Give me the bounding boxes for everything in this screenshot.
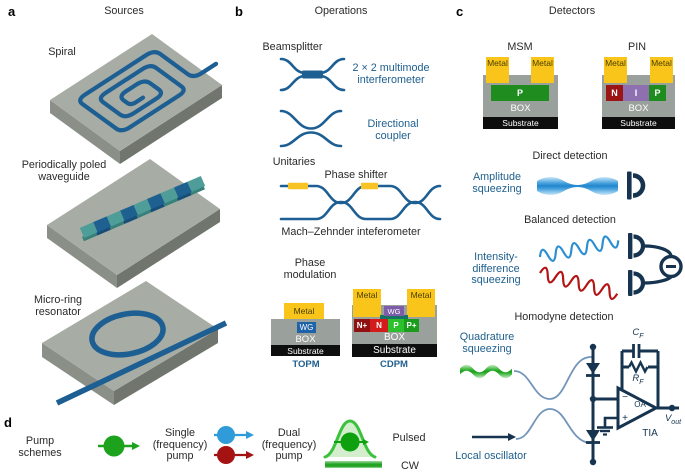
ring-waveguide — [89, 310, 166, 358]
panel-letter-d: d — [4, 415, 12, 430]
balanced-detector-pair — [628, 233, 683, 296]
mzi-label: Mach–Zehnder inteferometer — [281, 226, 421, 238]
local-oscillator-arrow — [472, 433, 516, 441]
single-pump-label: Single (frequency) pump — [152, 427, 208, 462]
cw-label: CW — [401, 460, 419, 472]
vout-label: Vout — [664, 413, 682, 426]
cdpm-wg: WG — [384, 306, 404, 316]
phase-shifter-left — [288, 182, 308, 190]
spiral-chip — [50, 34, 222, 164]
cdpm-p-plus: P+ — [404, 319, 419, 332]
cdpm-p: P — [388, 319, 404, 332]
spiral-label: Spiral — [48, 46, 76, 58]
cdpm-teal-strip — [380, 315, 408, 319]
mach-zehnder-interferometer — [279, 182, 442, 221]
spiral-waveguide — [77, 35, 222, 132]
directional-coupler-label: Directional coupler — [367, 118, 419, 142]
tia-label: TIA — [642, 428, 658, 439]
micro-ring-label: Micro-ring resonator — [34, 294, 82, 318]
homodyne-detection-heading: Homodyne detection — [514, 311, 614, 323]
pin-metal-right: Metal — [650, 57, 673, 83]
phase-shifter-label: Phase shifter — [324, 169, 388, 181]
quadrature-squeezed-band — [460, 364, 512, 379]
panel-b-title: Operations — [314, 5, 368, 17]
homodyne-coupler — [513, 356, 593, 444]
quadrature-squeezing-label: Quadrature squeezing — [459, 331, 515, 355]
pulsed-label: Pulsed — [392, 432, 426, 444]
single-pump-icon — [98, 435, 140, 457]
cf-label: CF — [632, 327, 644, 340]
msm-metal-right: Metal — [531, 57, 554, 83]
photodiode-symbol-top — [586, 363, 600, 377]
amplitude-squeezed-band — [537, 177, 618, 195]
ground-symbol — [597, 416, 618, 436]
topm-metal: Metal — [284, 303, 324, 319]
intensity-difference-label: Intensity-difference squeezing — [471, 251, 521, 286]
resistor-symbol — [622, 359, 658, 375]
pin-substrate: Substrate — [602, 117, 675, 129]
photodiode-symbol-bottom — [586, 430, 600, 444]
beamsplitter-heading: Beamsplitter — [262, 41, 323, 53]
dual-pump-label: Dual (frequency) pump — [261, 427, 317, 462]
pin-box-label: BOX — [628, 103, 649, 114]
periodically-poled-waveguide-chip — [47, 159, 220, 288]
panel-a-title: Sources — [104, 5, 144, 17]
pin-metal-left: Metal — [604, 57, 627, 83]
pump-schemes-heading: Pump schemes — [18, 435, 62, 459]
pin-p-region: P — [649, 85, 666, 101]
cdpm-n-plus: N+ — [354, 319, 370, 332]
topm-wg: WG — [297, 322, 316, 333]
tia-circuit — [586, 343, 679, 466]
photodiode-icon — [627, 171, 646, 200]
pin-i-region: I — [623, 85, 649, 101]
panel-letter-a: a — [8, 4, 16, 19]
cdpm-metal-right: Metal — [407, 289, 435, 317]
directional-coupler — [279, 109, 343, 148]
poled-bar-shadow — [82, 184, 205, 242]
msm-name: MSM — [507, 41, 533, 53]
micro-ring-resonator-chip — [42, 281, 228, 406]
opamp-minus: − — [622, 392, 628, 403]
unitaries-heading: Unitaries — [272, 156, 316, 168]
amplitude-squeezing-label: Amplitude squeezing — [472, 171, 522, 195]
msm-substrate: Substrate — [483, 117, 558, 129]
cw-pump-icon — [325, 461, 382, 468]
pin-name: PIN — [628, 41, 646, 53]
bus-waveguide — [55, 320, 228, 406]
cdpm-n: N — [370, 319, 388, 332]
cdpm-box-label: BOX — [383, 332, 406, 343]
opamp-plus: + — [622, 413, 628, 424]
opamp-triangle — [616, 385, 660, 431]
topm-substrate: Substrate — [271, 345, 340, 356]
direct-detection-heading: Direct detection — [532, 150, 608, 162]
msm-p-region: P — [491, 85, 549, 101]
phase-shifter-mid — [361, 182, 378, 190]
mmi-label: 2 × 2 multimode interferometer — [352, 62, 430, 86]
pulsed-pump-icon — [323, 419, 377, 459]
pin-n-region: N — [606, 85, 623, 101]
capacitor-symbol — [622, 344, 658, 358]
phase-modulation-heading: Phase modulation — [283, 257, 337, 281]
periodically-poled-label: Periodically poled waveguide — [21, 159, 107, 183]
cdpm-metal-left: Metal — [353, 289, 381, 317]
topm-name: TOPM — [292, 359, 320, 370]
local-oscillator-label: Local oscillator — [455, 450, 527, 462]
msm-metal-left: Metal — [486, 57, 509, 83]
dual-pump-icon — [214, 426, 254, 464]
mmi-beamsplitter — [279, 57, 346, 92]
panel-letter-c: c — [456, 4, 464, 19]
cdpm-name: CDPM — [380, 359, 408, 370]
oa-label: OA — [634, 400, 646, 409]
cdpm-substrate: Substrate — [352, 344, 437, 357]
msm-box-label: BOX — [510, 103, 531, 114]
balanced-detection-heading: Balanced detection — [524, 214, 616, 226]
rf-label: RF — [632, 373, 644, 386]
intensity-waves — [535, 235, 623, 301]
topm-box-label: BOX — [295, 333, 316, 345]
panel-letter-b: b — [235, 4, 243, 19]
panel-c-title: Detectors — [548, 5, 596, 17]
poled-bar — [79, 175, 206, 239]
